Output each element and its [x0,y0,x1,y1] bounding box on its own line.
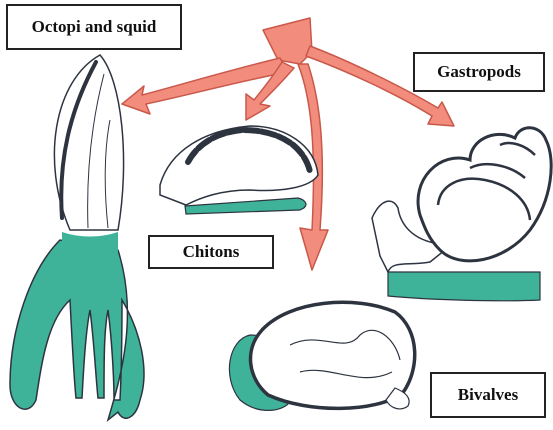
label-bivalves: Bivalves [430,372,546,418]
label-octopi-and-squid: Octopi and squid [6,4,182,50]
label-chitons: Chitons [148,235,274,269]
bivalve-shell [251,302,415,408]
squid-illustration [10,55,144,420]
chiton-illustration [160,126,318,214]
chiton-body [160,126,318,205]
squid-tentacles [10,240,144,420]
arrow-trunk [263,18,312,64]
snail-shell [418,128,551,261]
snail-foot [388,272,540,301]
gastropod-illustration [372,128,551,301]
label-gastropods: Gastropods [413,52,545,92]
bivalve-illustration [229,302,414,410]
chiton-foot [185,198,306,214]
